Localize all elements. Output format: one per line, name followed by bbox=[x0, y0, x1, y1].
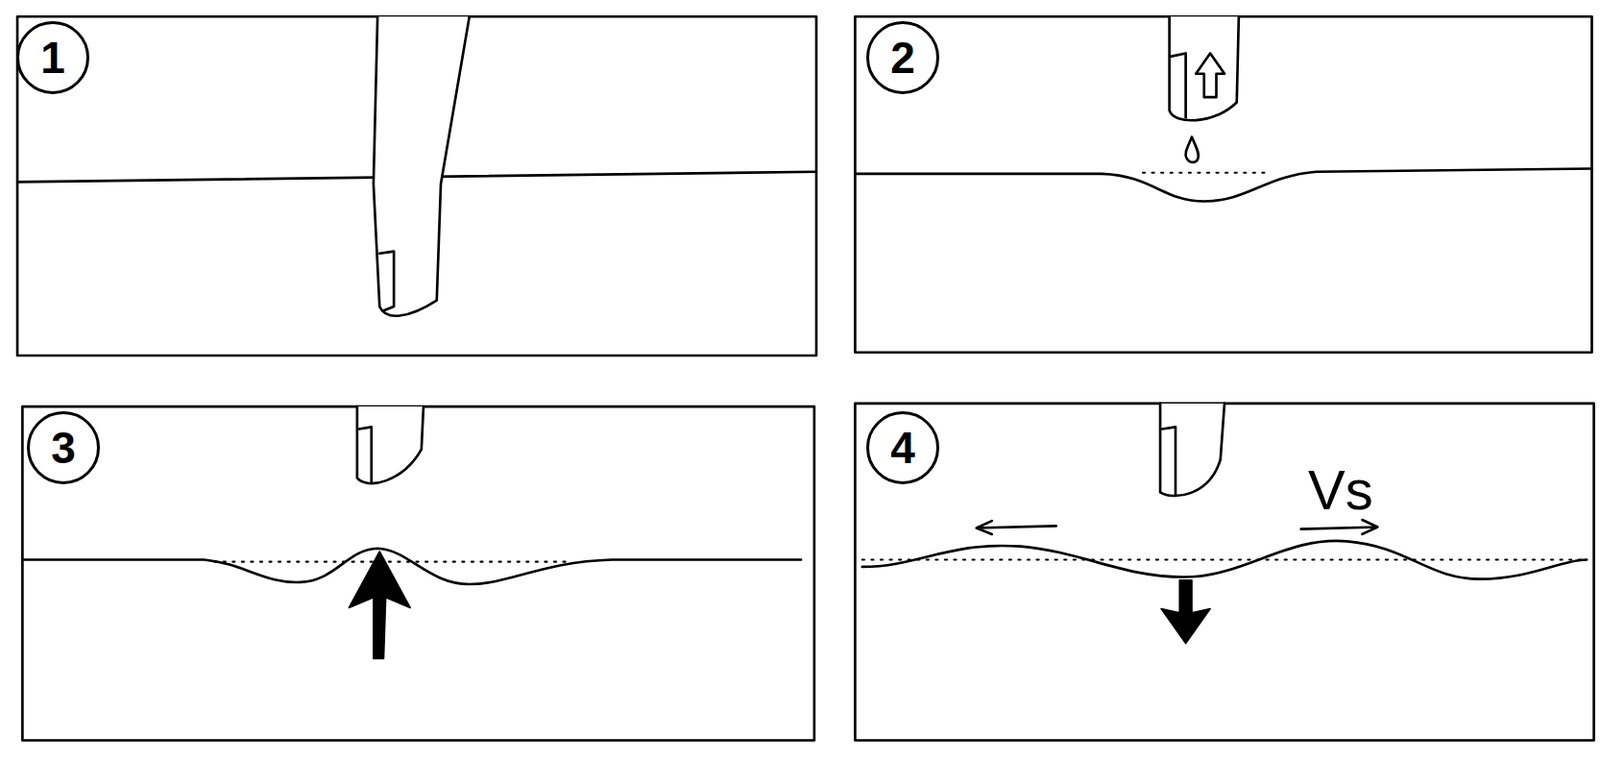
finger-nail bbox=[379, 251, 394, 312]
panel-frame bbox=[17, 16, 817, 356]
finger bbox=[373, 16, 470, 316]
rest-level bbox=[1142, 171, 1266, 174]
wave-direction-arrow bbox=[1301, 519, 1379, 534]
finger-nail bbox=[1171, 52, 1187, 118]
rest-level bbox=[862, 557, 1587, 560]
step-number-circle: 4 bbox=[866, 411, 940, 485]
step-number-circle: 3 bbox=[26, 411, 100, 485]
finger-nail bbox=[359, 426, 372, 482]
force-arrow-up bbox=[348, 551, 411, 659]
panel-frame bbox=[854, 16, 1592, 353]
finger bbox=[357, 406, 424, 484]
wave-direction-arrow bbox=[976, 520, 1057, 534]
velocity-label: Vs bbox=[1308, 457, 1374, 522]
finger-nail bbox=[1162, 426, 1176, 494]
water-drop bbox=[1186, 137, 1199, 163]
step-number-circle: 2 bbox=[866, 21, 940, 95]
up-arrow-outline bbox=[1195, 52, 1225, 97]
finger bbox=[1169, 16, 1239, 121]
panel-frame bbox=[854, 403, 1594, 741]
step-number: 2 bbox=[890, 31, 916, 84]
water-surface bbox=[854, 169, 1592, 202]
finger bbox=[1160, 403, 1225, 496]
water-surface bbox=[862, 540, 1587, 580]
water-surface bbox=[22, 548, 801, 584]
step-number: 4 bbox=[890, 421, 916, 474]
step-number-circle: 1 bbox=[16, 21, 90, 95]
step-number: 1 bbox=[40, 31, 66, 84]
force-arrow-down bbox=[1161, 580, 1211, 644]
rest-level bbox=[214, 560, 572, 563]
panel-frame bbox=[22, 406, 815, 740]
step-number: 3 bbox=[50, 421, 76, 474]
